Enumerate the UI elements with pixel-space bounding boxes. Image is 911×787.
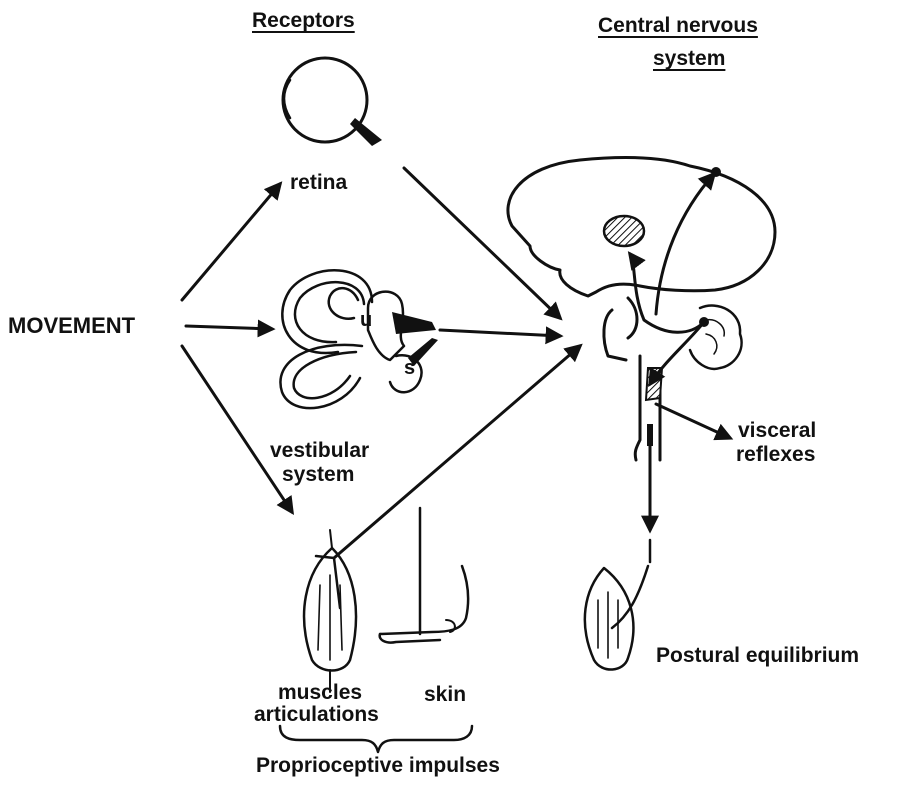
arrow-to-cortex-top <box>656 174 714 314</box>
receptors-header: Receptors <box>252 10 355 32</box>
vestibular-label-line2: system <box>282 464 354 486</box>
arrow-retina-to-cns <box>404 168 560 318</box>
labyrinth-icon <box>280 270 438 408</box>
arrow-to-cortex-area <box>630 254 704 332</box>
arrow-proprioceptors-to-cns <box>334 346 580 558</box>
cns-header-line1: Central nervous <box>598 15 758 37</box>
movement-label: MOVEMENT <box>8 314 135 337</box>
articulations-label: articulations <box>254 704 379 726</box>
proprioceptive-label: Proprioceptive impulses <box>256 755 500 777</box>
cns-header-line2: system <box>653 48 725 70</box>
visceral-label-line1: visceral <box>738 420 816 442</box>
muscles-label: muscles <box>278 682 362 704</box>
proprioceptive-brace <box>280 726 472 752</box>
foot-skin-icon <box>380 566 468 643</box>
arrow-vestibular-to-cns <box>440 330 560 336</box>
arrow-visceral-reflexes <box>656 404 730 438</box>
postural-label: Postural equilibrium <box>656 645 859 667</box>
arrow-movement-to-proprioceptors <box>182 346 292 512</box>
eye-icon <box>283 58 382 146</box>
afferent-arrows <box>316 168 580 634</box>
muscle-icon <box>304 530 356 692</box>
utricle-label: u <box>360 310 372 331</box>
retina-label: retina <box>290 172 347 194</box>
vestibular-label-line1: vestibular <box>270 440 369 462</box>
visceral-label-line2: reflexes <box>736 444 815 466</box>
saccule-label: s <box>404 358 415 379</box>
movement-arrows <box>182 184 292 512</box>
arrow-movement-to-retina <box>182 184 280 300</box>
skin-label: skin <box>424 684 466 706</box>
arrow-movement-to-vestibular <box>186 326 272 329</box>
postural-muscle-icon <box>585 566 648 670</box>
